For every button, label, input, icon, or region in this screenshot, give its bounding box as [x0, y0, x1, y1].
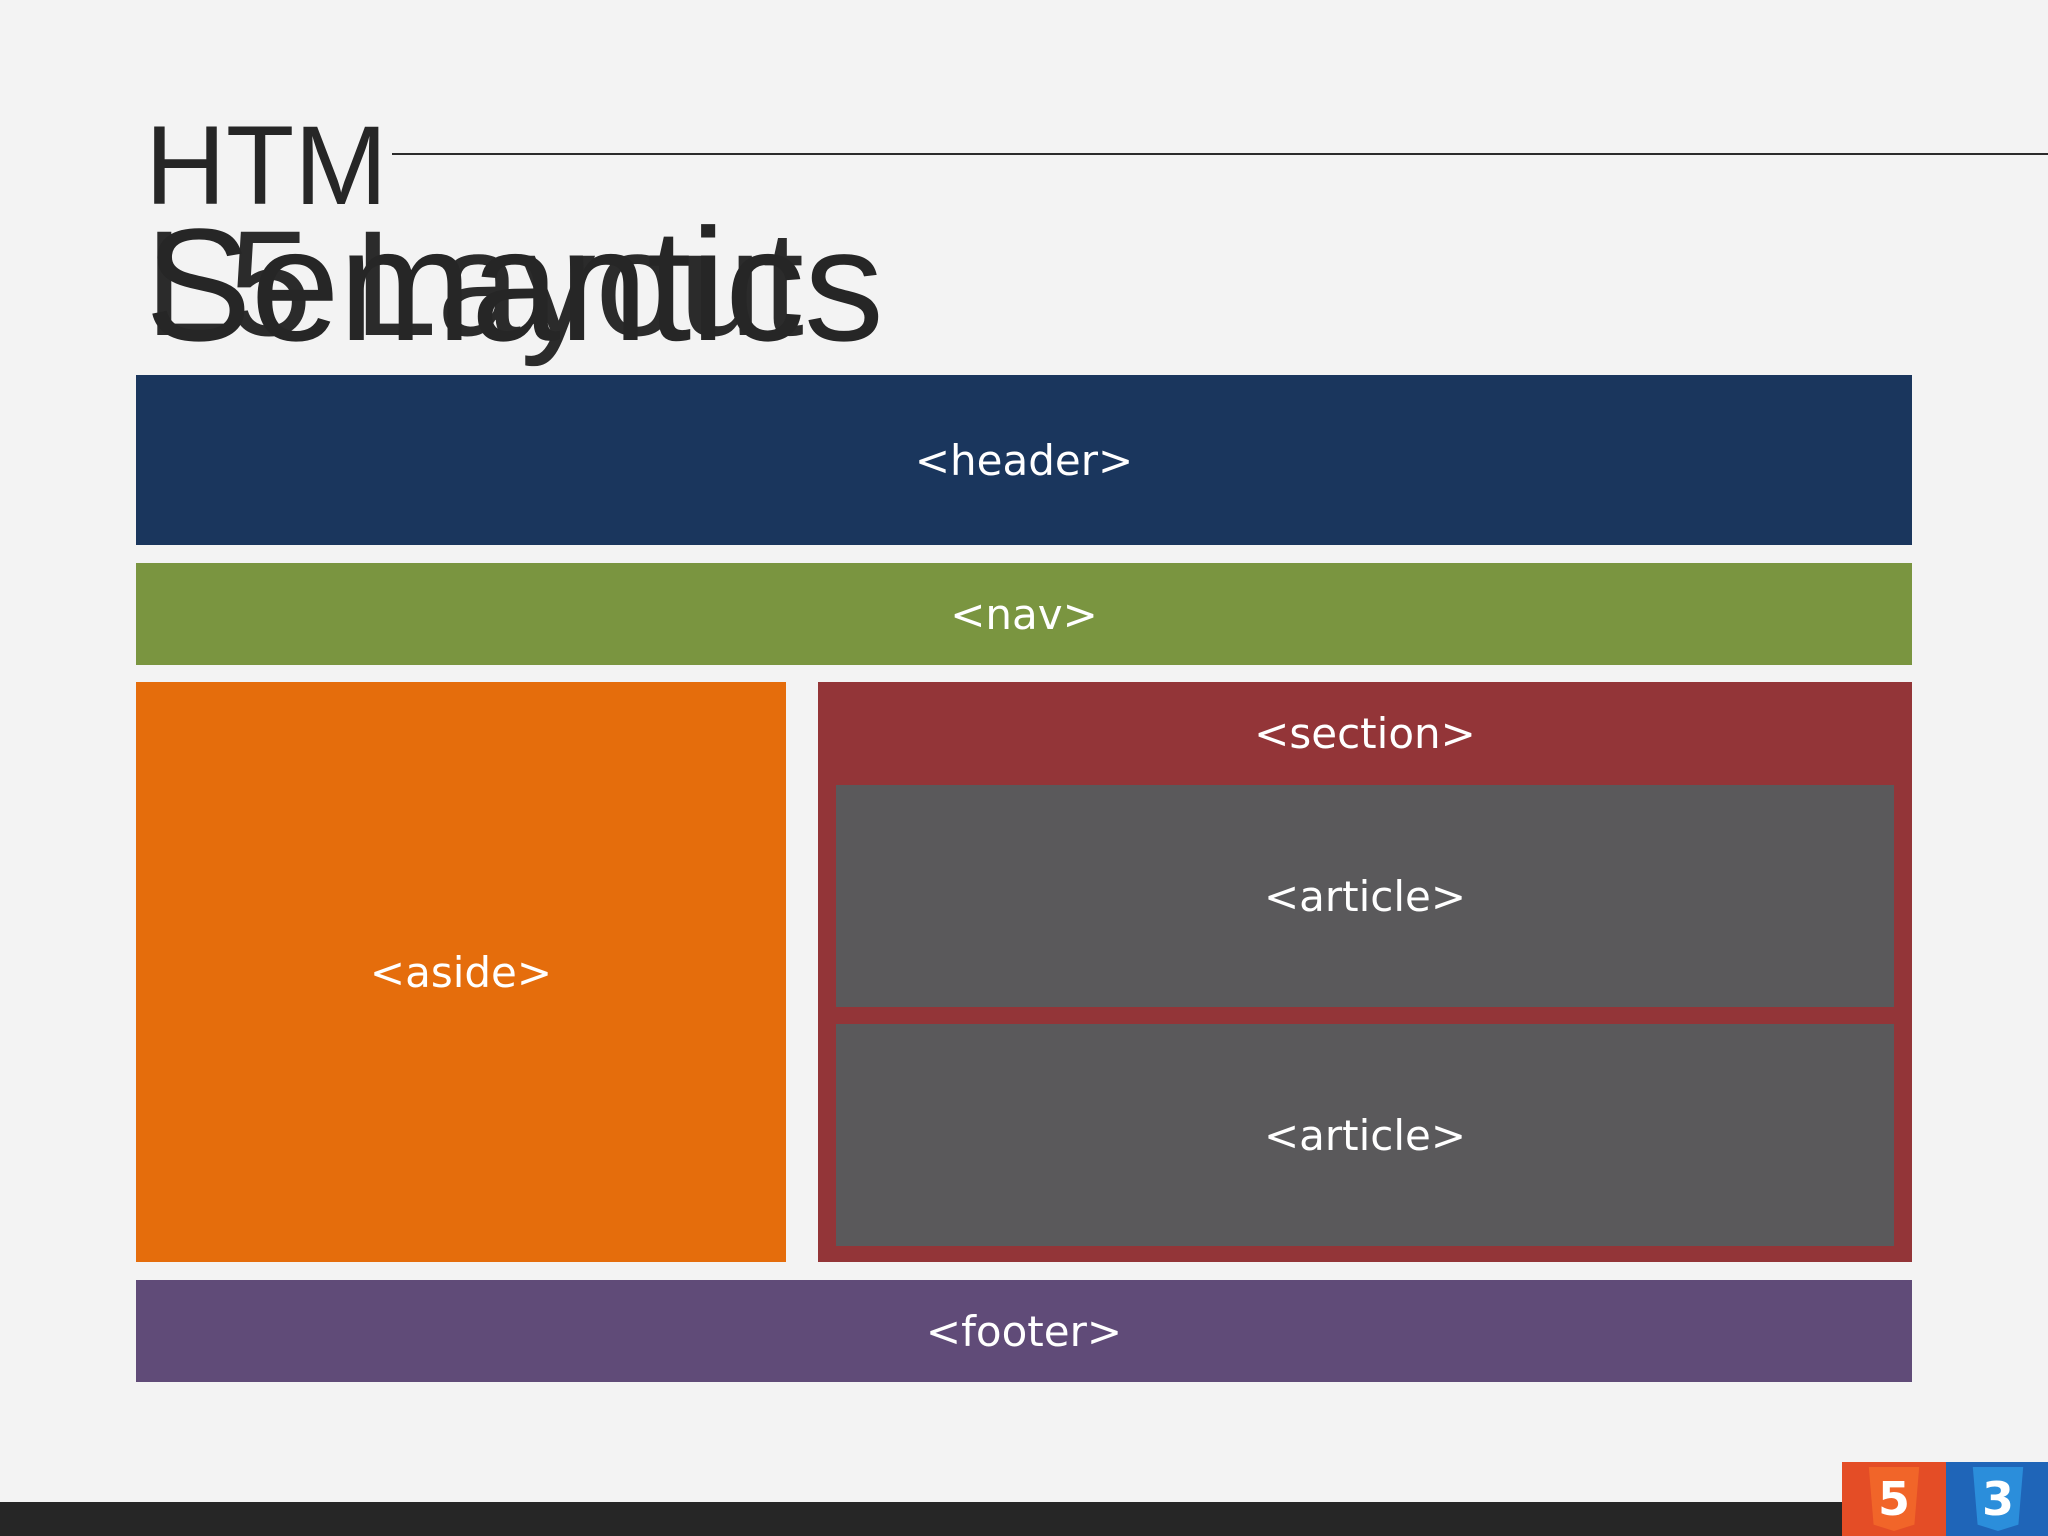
section-block: <section> <article> <article> — [818, 682, 1912, 1262]
css3-logo-number: 3 — [1981, 1472, 2014, 1526]
html5-shield-icon: 5 — [1868, 1467, 1920, 1531]
header-label: <header> — [914, 435, 1134, 485]
slide-title-ghost: L5 Layout — [145, 199, 804, 367]
html5-logo-number: 5 — [1877, 1472, 1910, 1526]
header-block: <header> — [136, 375, 1912, 545]
slide-title-top: HTM — [145, 103, 388, 228]
bottom-bar — [0, 1502, 2048, 1536]
nav-label: <nav> — [950, 589, 1098, 639]
article-block-1: <article> — [836, 785, 1894, 1007]
aside-label: <aside> — [369, 947, 553, 997]
css3-logo: 3 — [1946, 1462, 2048, 1536]
footer-block: <footer> — [136, 1280, 1912, 1382]
section-label: <section> — [1254, 708, 1476, 758]
footer-label: <footer> — [925, 1306, 1123, 1356]
aside-block: <aside> — [136, 682, 786, 1262]
article-label-1: <article> — [1263, 871, 1467, 921]
title-divider — [392, 153, 2048, 155]
nav-block: <nav> — [136, 563, 1912, 665]
article-block-2: <article> — [836, 1024, 1894, 1246]
slide-title-main: Semantics — [145, 195, 884, 374]
html5-logo: 5 — [1842, 1462, 1946, 1536]
article-label-2: <article> — [1263, 1110, 1467, 1160]
css3-shield-icon: 3 — [1972, 1467, 2024, 1531]
